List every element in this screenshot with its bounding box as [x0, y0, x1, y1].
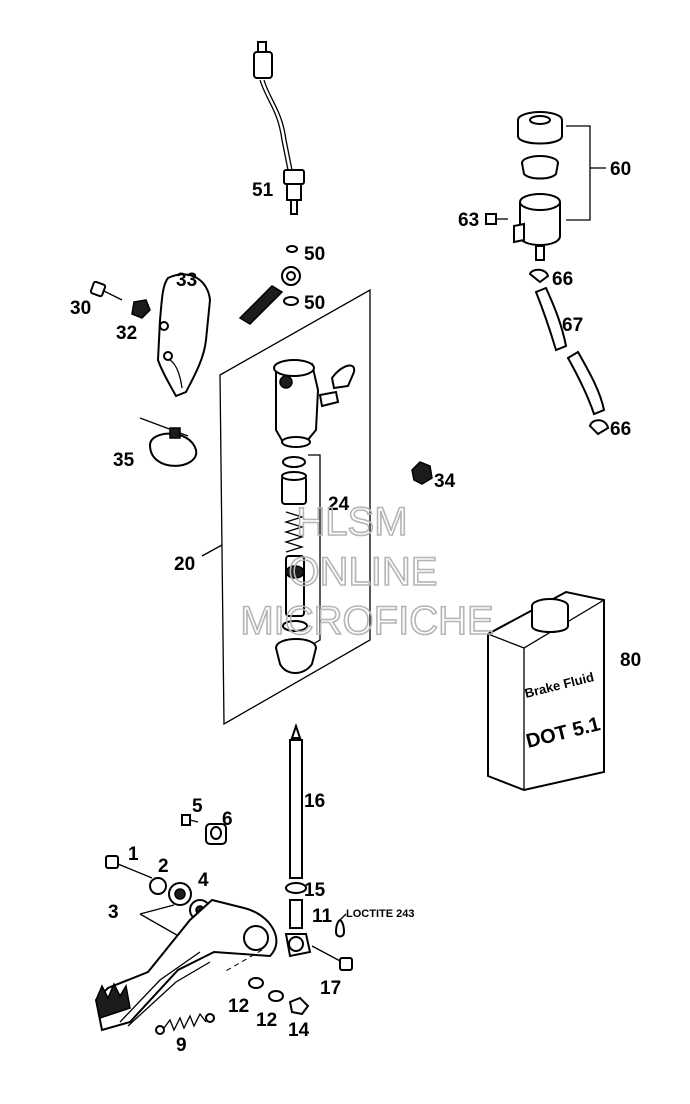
callout-50-lower: 50 [304, 293, 325, 314]
callout-66-upper: 66 [552, 269, 573, 290]
banjo-bolt-washers [238, 245, 301, 325]
return-spring [155, 1012, 215, 1035]
callout-34: 34 [434, 471, 456, 492]
callout-4: 4 [198, 870, 209, 891]
callout-32: 32 [116, 323, 137, 344]
callout-6: 6 [222, 809, 233, 830]
callout-9: 9 [176, 1035, 187, 1056]
callout-33: 33 [176, 270, 197, 291]
callout-24: 24 [328, 494, 350, 515]
callout-63: 63 [458, 210, 479, 231]
callout-15: 15 [304, 880, 326, 901]
screw-and-nut [89, 280, 151, 319]
callout-11: 11 [312, 906, 333, 927]
callout-16: 16 [304, 791, 325, 812]
watermark: HLSM ONLINE MICROFICHE [240, 499, 495, 644]
screw-and-bushing [181, 814, 227, 845]
callout-67: 67 [562, 315, 583, 336]
callout-5: 5 [192, 796, 203, 817]
callout-51: 51 [252, 180, 274, 201]
callout-3: 3 [108, 902, 119, 923]
callout-17: 17 [320, 978, 341, 999]
callout-2: 2 [158, 856, 169, 877]
brake-light-switch [253, 41, 305, 215]
callout-12-left: 12 [228, 996, 249, 1017]
callout-60: 60 [610, 159, 631, 180]
brake-fluid-jug: Brake Fluid DOT 5.1 [487, 590, 605, 792]
cable-tie [139, 417, 198, 467]
washers-and-nut [223, 949, 310, 1016]
callout-80: 80 [620, 650, 641, 671]
loctite-note: LOCTITE 243 [346, 908, 414, 920]
watermark-line1: HLSM [296, 500, 407, 544]
callout-20: 20 [174, 554, 195, 575]
push-rod [285, 722, 307, 929]
callout-35: 35 [113, 450, 135, 471]
callout-14: 14 [288, 1020, 310, 1041]
brake-pedal [94, 898, 278, 1032]
callout-50-upper: 50 [304, 244, 325, 265]
watermark-line2: ONLINE [289, 550, 438, 594]
callout-1: 1 [128, 844, 139, 865]
clevis-assembly [284, 913, 353, 971]
callout-12-right: 12 [256, 1010, 277, 1031]
callout-66-lower: 66 [610, 419, 631, 440]
master-cylinder-kit [201, 288, 371, 726]
callout-30: 30 [70, 298, 91, 319]
fluid-reservoir [485, 111, 606, 261]
callout-labels: 51 50 50 33 30 32 35 20 24 34 60 63 66 6… [70, 159, 641, 1056]
reservoir-hose [528, 268, 610, 436]
heel-guard [156, 273, 212, 398]
nut-34 [411, 461, 433, 485]
watermark-line3: MICROFICHE [240, 599, 493, 643]
